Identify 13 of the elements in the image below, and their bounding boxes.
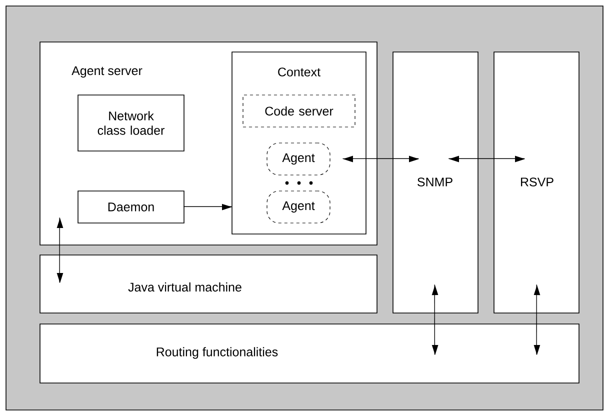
arrow <box>432 284 438 355</box>
protocol-column: SNMP <box>392 52 478 314</box>
layer-box: Routing functionalities <box>40 324 580 384</box>
arrow <box>534 284 540 355</box>
arrow <box>448 156 526 162</box>
protocol-column: RSVP <box>494 52 580 314</box>
arrow <box>342 156 419 162</box>
dashed-box: Code server <box>242 94 356 128</box>
layer-box: Java virtual machine <box>40 254 378 314</box>
arrow <box>183 204 232 210</box>
arrow <box>56 217 64 283</box>
process-box: Network class loader <box>78 94 184 152</box>
process-box: Daemon <box>78 190 184 224</box>
